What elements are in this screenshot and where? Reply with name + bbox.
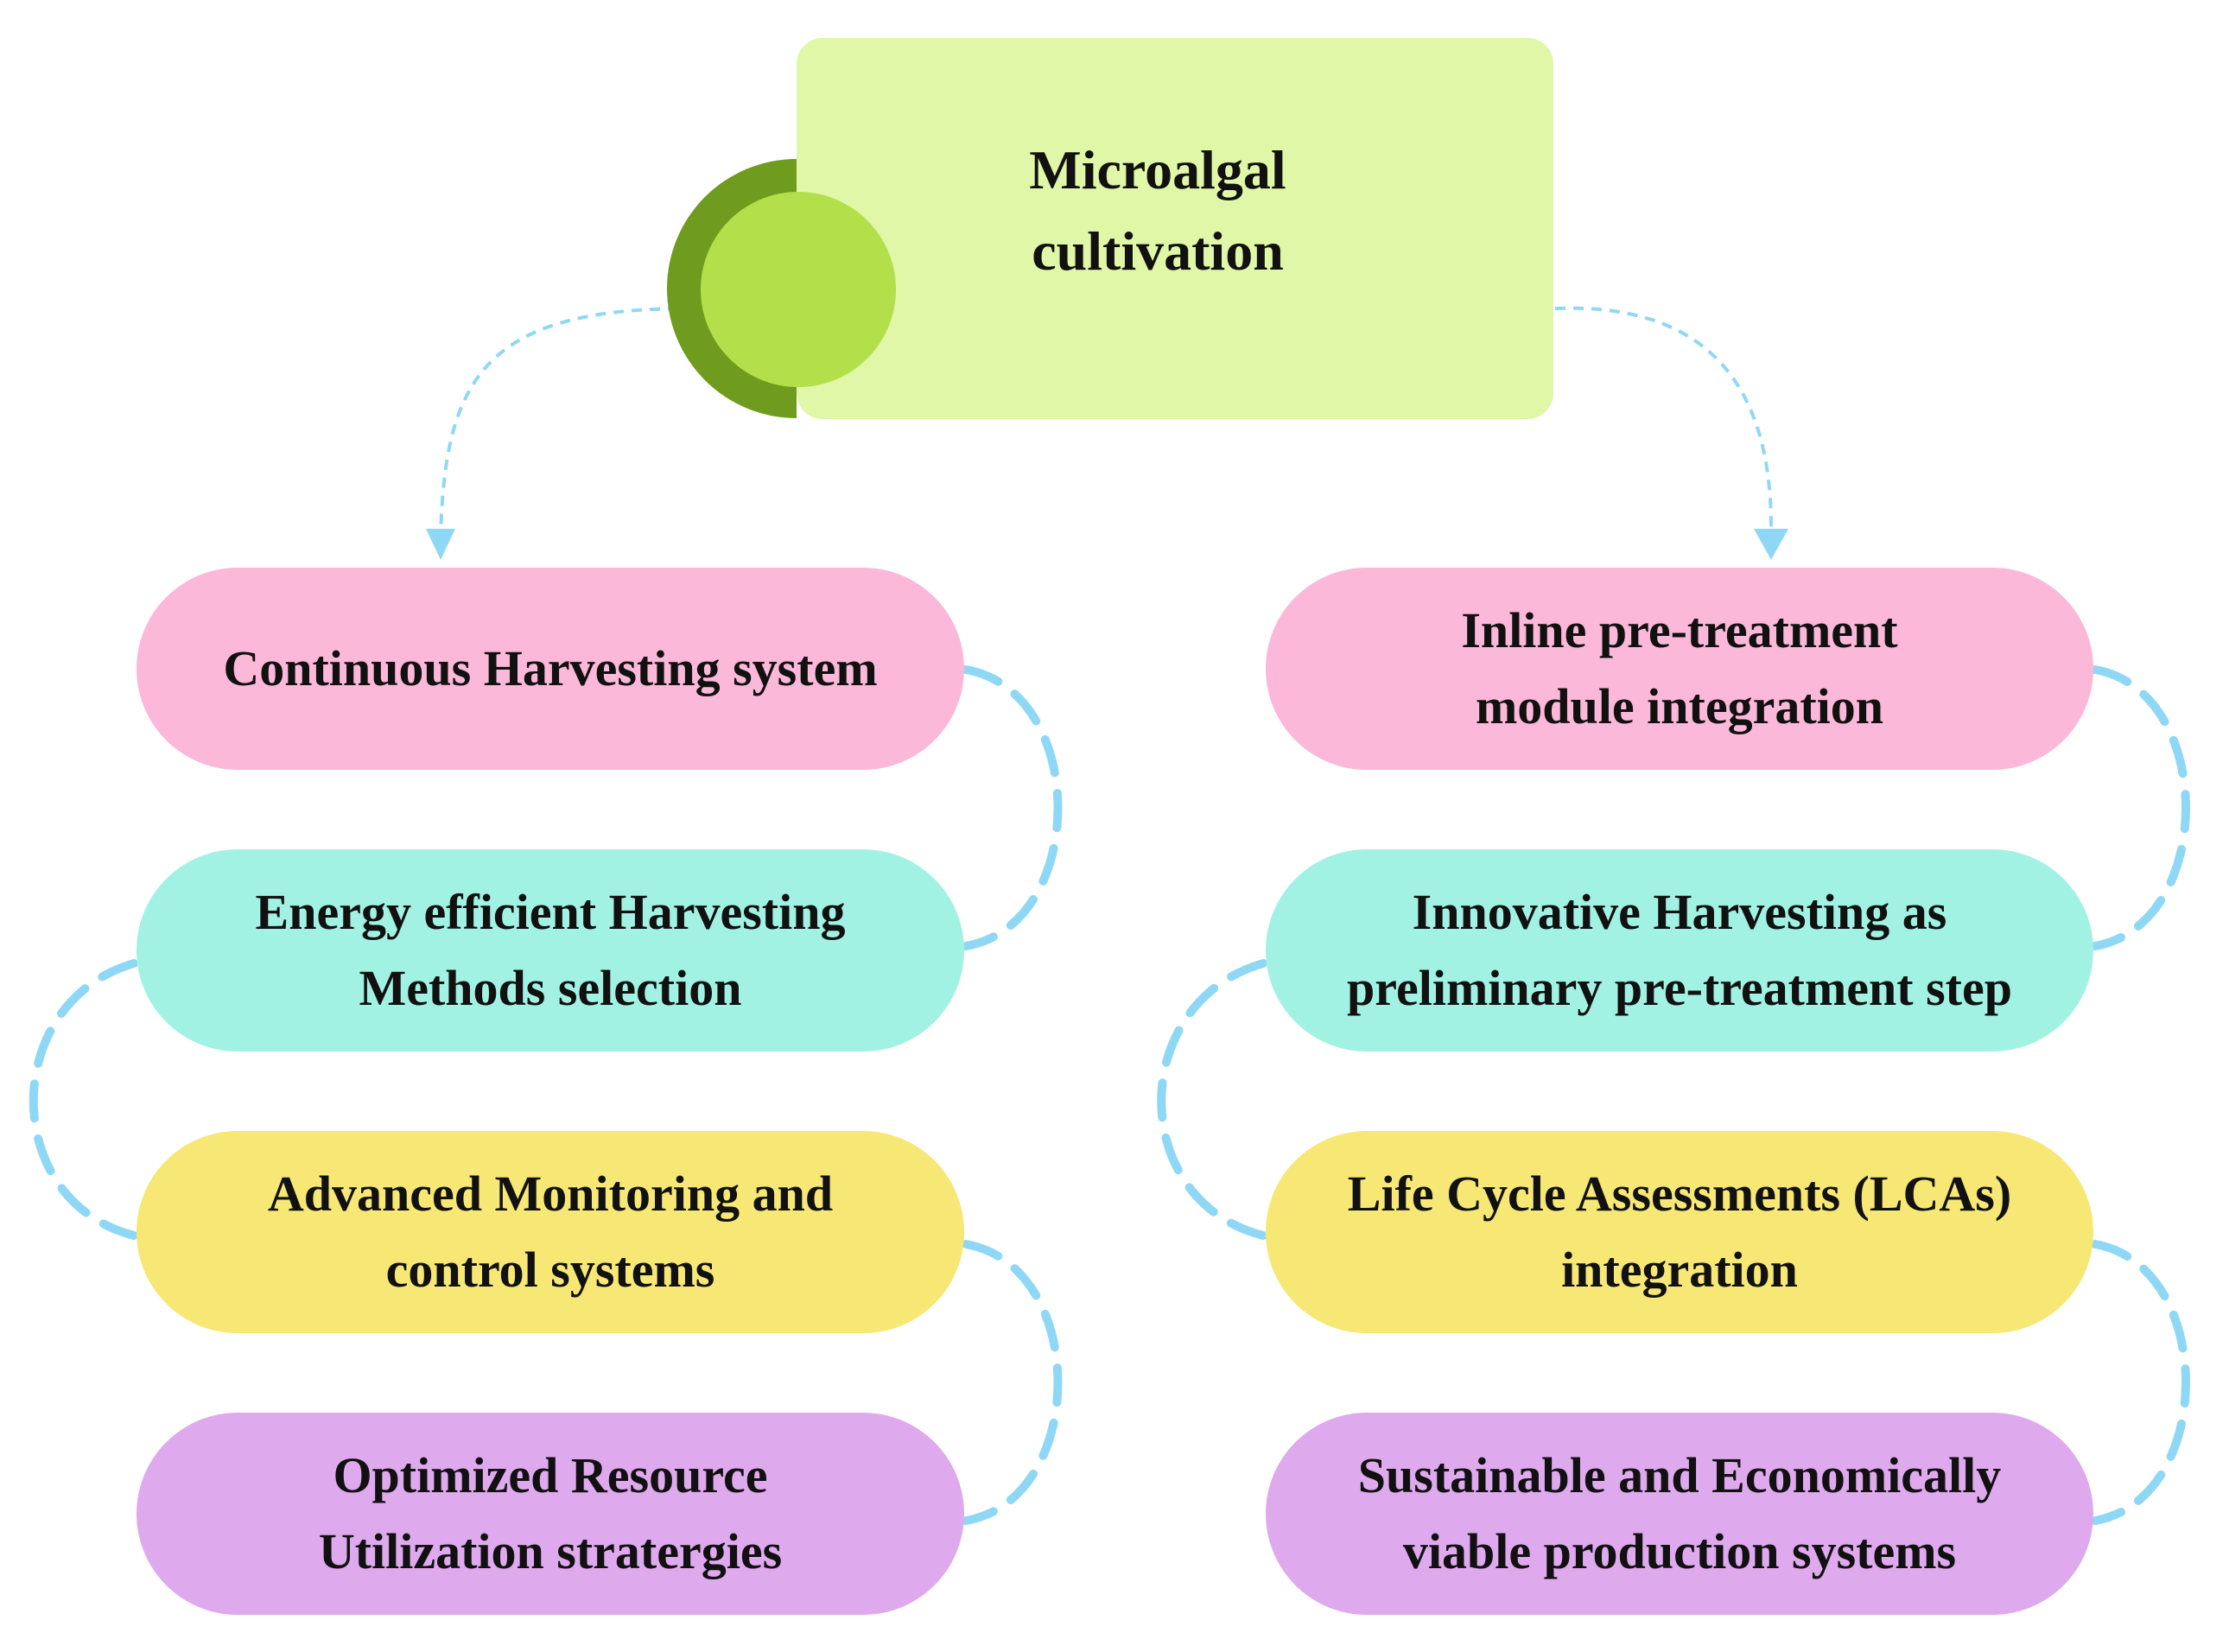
right-node-label: Inline pre-treatment module integration — [1461, 602, 1898, 734]
connector-left-3-4 — [962, 1240, 1063, 1525]
left-node-continuous-harvesting: Continuous Harvesting system — [137, 568, 964, 770]
diagram-title: Microalgal cultivation — [1029, 139, 1286, 282]
left-node-optimized-resource: Optimized Resource Utilization stratergi… — [137, 1413, 964, 1615]
right-node-innovative-harvesting: Innovative Harvesting as preliminary pre… — [1266, 849, 2093, 1052]
right-node-label: Sustainable and Economically viable prod… — [1357, 1447, 2002, 1579]
title-box — [797, 38, 1553, 419]
left-node-advanced-monitoring: Advanced Monitoring and control systems — [137, 1131, 964, 1333]
left-node-label: Optimized Resource Utilization stratergi… — [318, 1447, 783, 1579]
connector-right-2-3 — [1157, 959, 1267, 1240]
left-node-label: Continuous Harvesting system — [223, 640, 878, 696]
arrowhead-left — [426, 529, 455, 560]
right-node-label: Innovative Harvesting as preliminary pre… — [1347, 884, 2012, 1016]
right-node-label: Life Cycle Assessments (LCAs) integratio… — [1347, 1166, 2012, 1298]
left-node-label: Energy efficient Harvesting Methods sele… — [255, 884, 846, 1016]
right-node-inline-pretreatment: Inline pre-treatment module integration — [1266, 568, 2093, 770]
arrow-title-to-left — [439, 307, 679, 537]
connector-left-1-2 — [962, 665, 1063, 950]
arrow-title-to-right — [1554, 306, 1773, 528]
left-node-label: Advanced Monitoring and control systems — [267, 1166, 834, 1298]
connector-right-3-4 — [2091, 1240, 2190, 1525]
arrowhead-right — [1754, 529, 1788, 560]
right-node-sustainable-systems: Sustainable and Economically viable prod… — [1266, 1413, 2093, 1615]
connector-right-1-2 — [2091, 665, 2190, 950]
right-node-lca-integration: Life Cycle Assessments (LCAs) integratio… — [1266, 1131, 2093, 1333]
title-circle-inner — [701, 192, 896, 387]
left-node-energy-efficient: Energy efficient Harvesting Methods sele… — [137, 849, 964, 1052]
connector-left-2-3 — [29, 959, 138, 1240]
